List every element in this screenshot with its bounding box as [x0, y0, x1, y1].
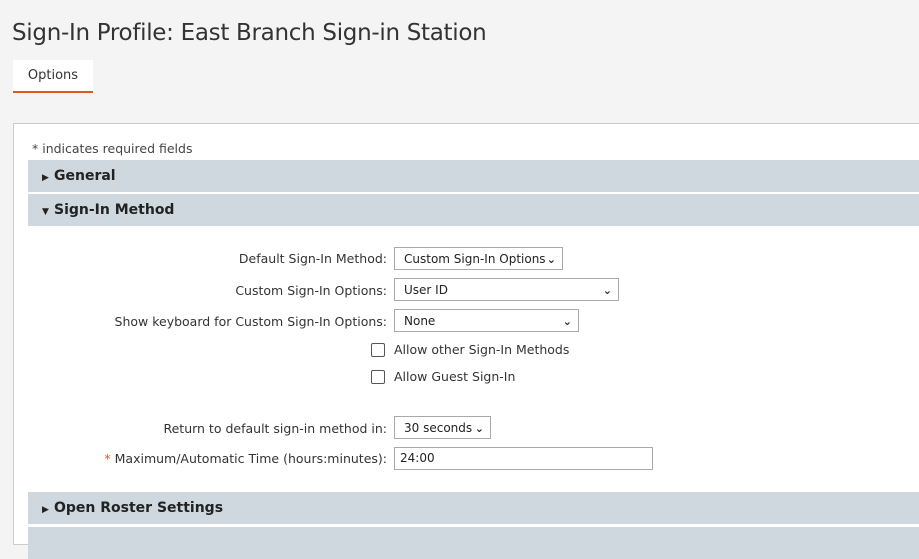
caret-right-icon: ▶ [42, 173, 49, 183]
custom-options-select[interactable]: User ID ⌄ [394, 278, 619, 301]
show-keyboard-label: Show keyboard for Custom Sign-In Options… [114, 314, 387, 329]
default-method-label: Default Sign-In Method: [238, 251, 387, 266]
content-panel [13, 123, 919, 545]
section-label: General [54, 168, 116, 184]
section-general[interactable]: ▶ General [28, 160, 919, 192]
allow-guest-label[interactable]: Allow Guest Sign-In [394, 369, 516, 384]
section-open-roster-settings[interactable]: ▶ Open Roster Settings [28, 492, 919, 524]
chevron-down-icon: ⌄ [562, 315, 572, 328]
tab-options[interactable]: Options [13, 60, 93, 93]
select-value: None [404, 314, 436, 328]
caret-right-icon: ▶ [42, 505, 49, 515]
allow-guest-checkbox[interactable] [371, 370, 385, 384]
return-default-label: Return to default sign-in method in: [163, 421, 387, 436]
section-next[interactable] [28, 527, 919, 559]
required-star: * [104, 451, 111, 466]
custom-options-label: Custom Sign-In Options: [235, 283, 387, 298]
chevron-down-icon: ⌄ [546, 253, 556, 266]
caret-down-icon: ▼ [42, 207, 49, 217]
select-value: User ID [404, 283, 448, 297]
section-sign-in-method[interactable]: ▼ Sign-In Method [28, 194, 919, 226]
return-default-select[interactable]: 30 seconds⌄ [394, 416, 491, 439]
default-method-select[interactable]: Custom Sign-In Options⌄ [394, 247, 563, 270]
select-value: 30 seconds [404, 421, 473, 435]
show-keyboard-select[interactable]: None ⌄ [394, 309, 579, 332]
max-time-input[interactable]: 24:00 [394, 447, 653, 470]
page-title: Sign-In Profile: East Branch Sign-in Sta… [12, 20, 487, 46]
max-time-label: * Maximum/Automatic Time (hours:minutes)… [104, 451, 387, 466]
allow-other-checkbox[interactable] [371, 343, 385, 357]
chevron-down-icon: ⌄ [474, 422, 484, 435]
max-time-label-text: Maximum/Automatic Time (hours:minutes): [114, 451, 387, 466]
section-label: Sign-In Method [54, 202, 175, 218]
required-note: * indicates required fields [32, 141, 193, 156]
allow-other-label[interactable]: Allow other Sign-In Methods [394, 342, 570, 357]
section-label: Open Roster Settings [54, 500, 224, 516]
chevron-down-icon: ⌄ [602, 284, 612, 297]
select-value: Custom Sign-In Options [404, 252, 546, 266]
